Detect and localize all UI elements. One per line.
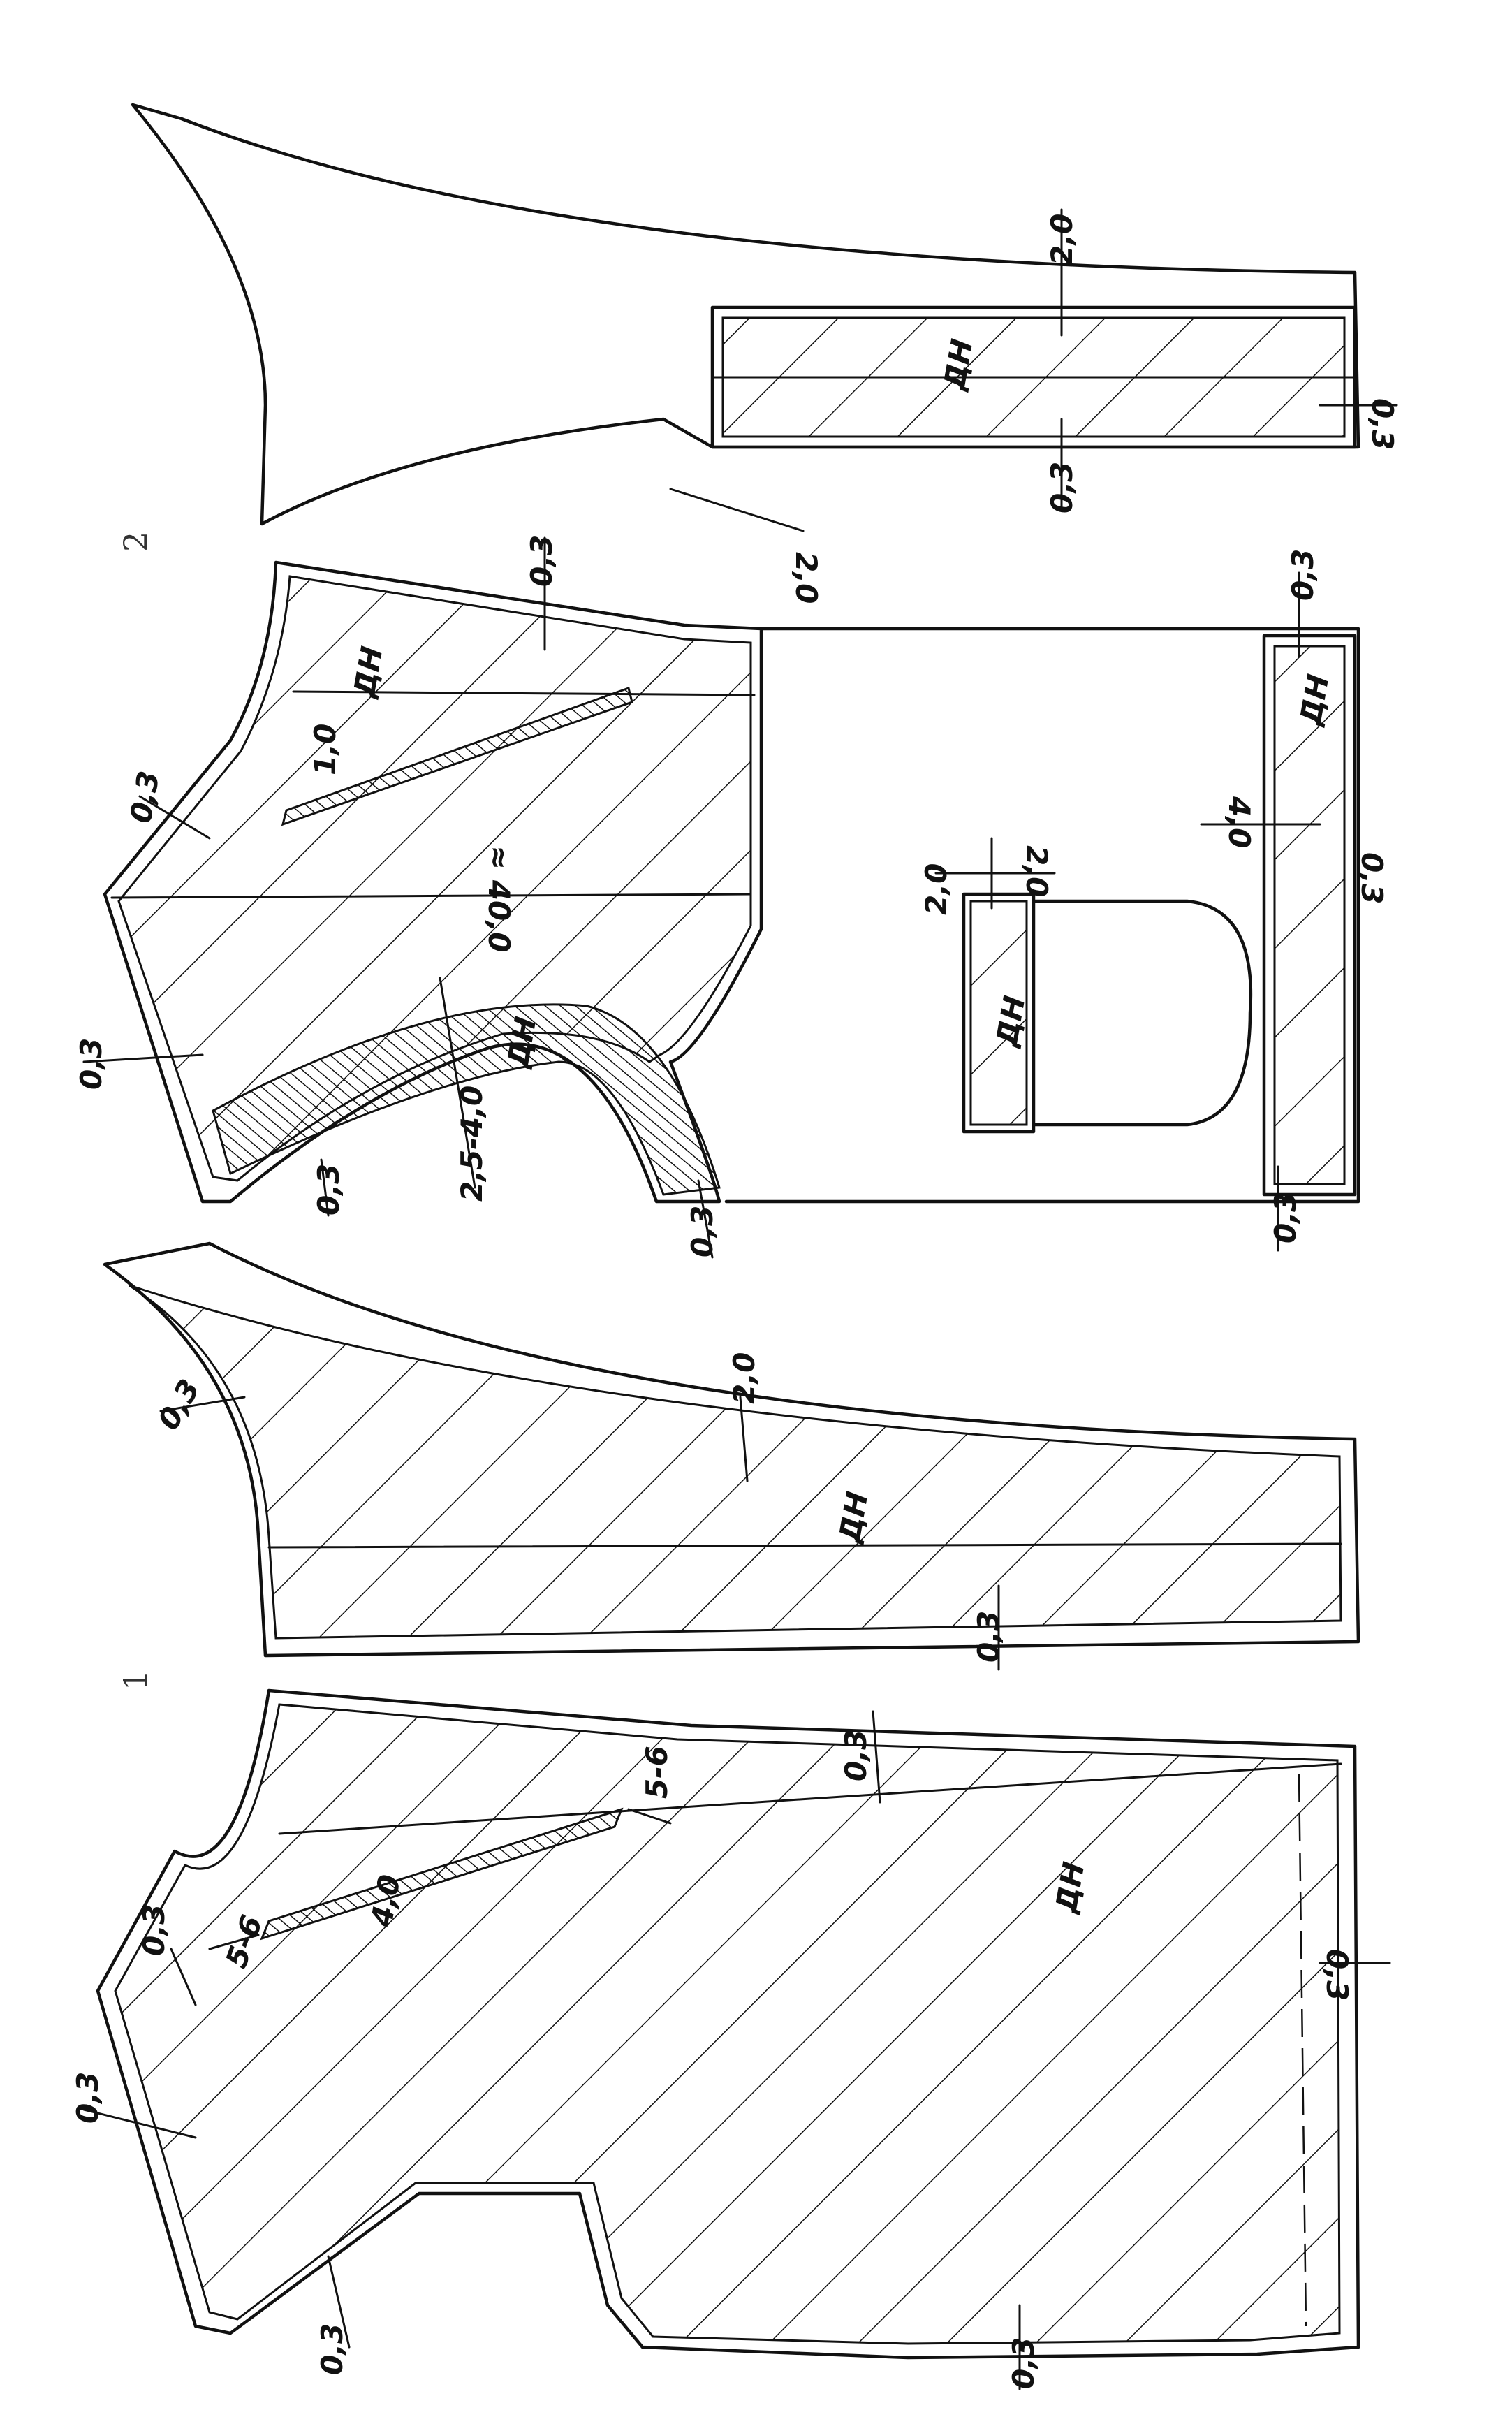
hem-strip-top-allowance: 0,3 xyxy=(1286,549,1320,601)
pocket-top-allowance: 2,0 xyxy=(919,863,953,915)
leader-front2-lapel xyxy=(439,977,476,1189)
leader-armhole xyxy=(327,2255,351,2349)
front2-length: ≈ 40,0 xyxy=(482,845,516,952)
front-hem-allowance: 0,3 xyxy=(1320,1949,1354,2001)
front-neck-allowance: 0,3 xyxy=(137,1904,171,1956)
back-piece-2-outline xyxy=(131,103,1360,526)
front2-shoulder-allowance: 0,3 xyxy=(74,1038,108,1090)
figure-number-1: 1 xyxy=(117,1670,154,1691)
hem-strip-side-allowance: 0,3 xyxy=(1355,852,1389,904)
front2-dart-width: 1,0 xyxy=(308,724,342,775)
front-armhole-allowance: 0,3 xyxy=(71,2072,105,2124)
front2-lapel-allowance: 2,5-4,0 xyxy=(455,1086,489,1202)
lower-panel-outline xyxy=(724,627,1360,1204)
back1-side-allowance: 0,3 xyxy=(971,1611,1006,1663)
back-centre-line-1 xyxy=(267,1542,1342,1549)
pocket-shape xyxy=(1032,899,1253,1127)
front-centre-line xyxy=(278,1762,1342,1835)
dart-arrow-bottom xyxy=(627,1808,672,1825)
front-piece-2: 0,3 0,3 0,3 0,3 2,5-4,0 0,3 1,0 ≈ 40,0 Д… xyxy=(74,535,763,1259)
front-dart xyxy=(260,1807,624,1941)
back2-offset-allowance: 2,0 xyxy=(789,552,823,604)
dart-arrow-top xyxy=(208,1934,260,1950)
hem-strip-left-allowance: 0,3 xyxy=(1268,1192,1302,1243)
leader-back2-offset xyxy=(669,488,805,532)
front2-armtop-allowance: 0,3 xyxy=(524,535,559,587)
figure-number-2: 2 xyxy=(117,532,154,552)
back1-neck-allowance: 0,3 xyxy=(151,1373,207,1436)
front-hem-left-allowance: 0,3 xyxy=(1006,2337,1041,2389)
front-piece-hatch xyxy=(114,1703,1341,2345)
back2-bottom-allowance: 0,3 xyxy=(1045,462,1079,513)
hem-strip-outline xyxy=(1262,634,1357,1197)
front2-facing-allowance: 0,3 xyxy=(685,1206,719,1257)
back-piece-1-hatch xyxy=(129,1284,1342,1640)
front-piece-outline xyxy=(96,1688,1360,2360)
leader-front2-neck xyxy=(138,795,211,840)
front-piece: 0,3 0,3 0,3 0,3 0,3 0,3 5-6 5-6 4,0 ДН xyxy=(71,1688,1391,2390)
leader-front2-facing xyxy=(697,1179,714,1259)
front2-dart xyxy=(281,687,633,826)
back2-top-allowance: 2,0 xyxy=(1045,214,1079,265)
back-piece-1-outline xyxy=(103,1241,1360,1658)
pocket-hatch xyxy=(969,900,1028,1126)
hem-strip-width-allowance: 4,0 xyxy=(1222,796,1256,848)
front-shoulder-allowance: 0,3 xyxy=(315,2323,349,2375)
leader-front2-bottom xyxy=(320,1158,330,1217)
leader-neck xyxy=(170,1948,197,2006)
leader-side xyxy=(872,1710,881,1804)
front-side-allowance: 0,3 xyxy=(839,1730,873,1781)
leader-back1-centre xyxy=(739,1396,749,1482)
front2-length-line xyxy=(110,893,752,899)
back-piece-1: 0,3 2,0 0,3 ДН xyxy=(103,1241,1360,1671)
front-dart-bottom-label: 5-6 xyxy=(640,1746,674,1799)
front2-bottom-allowance: 0,3 xyxy=(311,1164,346,1215)
front-hem-line xyxy=(1298,1774,1307,2327)
pocket-rect xyxy=(962,892,1036,1134)
leader-back1-neck xyxy=(159,1396,246,1412)
leader-shoulder xyxy=(82,2108,197,2139)
front2-neck-allowance: 0,3 xyxy=(124,768,166,826)
lower-panel: 2,0 2,0 ДН 0,3 0,3 0,3 4,0 ДН xyxy=(724,549,1389,1252)
back2-side-allowance: 0,3 xyxy=(1365,398,1400,450)
back-piece-2: 2,0 0,3 0,3 2,0 ДН xyxy=(131,103,1400,604)
leader-front2-shoulder xyxy=(82,1053,204,1063)
hem-strip-hatch xyxy=(1273,645,1346,1185)
front2-centre-line xyxy=(292,690,756,696)
lapel-facing xyxy=(212,1003,721,1196)
back1-centre-allowance: 2,0 xyxy=(727,1352,761,1404)
pocket-side-allowance: 2,0 xyxy=(1020,845,1054,897)
